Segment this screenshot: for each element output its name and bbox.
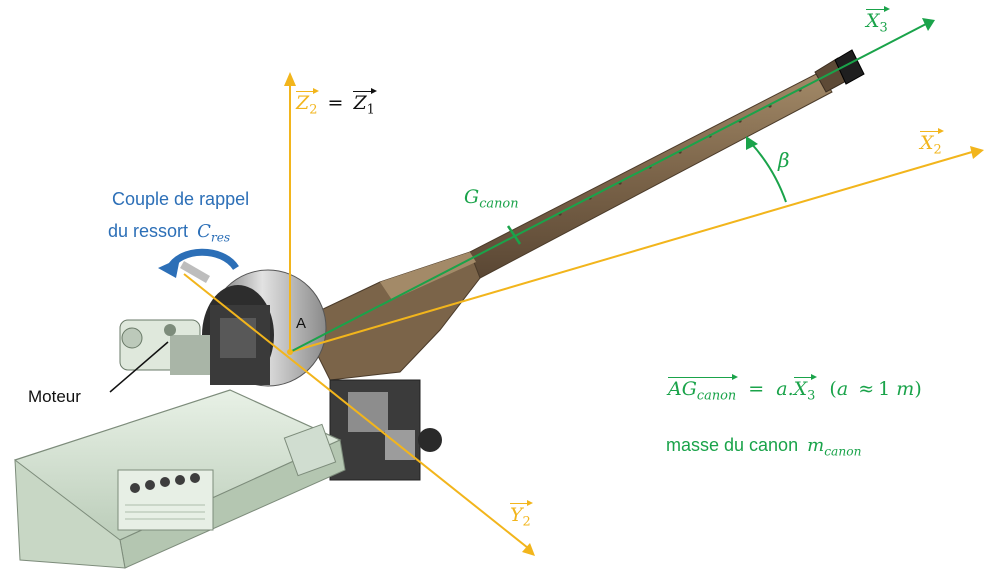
label-point-a: A <box>296 315 307 332</box>
mechanism-block <box>329 379 442 481</box>
label-beta: β <box>778 148 790 172</box>
beta-angle-arc <box>746 136 787 203</box>
motor <box>119 319 210 375</box>
label-y2: Y2 <box>510 499 533 530</box>
label-z2-eq-z1: Z2 = Z1 <box>296 87 378 118</box>
label-couple-line1: Couple de rappel <box>112 189 250 209</box>
axis-y2 <box>183 273 535 556</box>
label-moteur: Moteur <box>28 387 81 406</box>
label-x3: X3 <box>866 5 890 36</box>
equation-ag-canon: AGcanon = a.X3 (a ≈1 m) <box>668 373 922 404</box>
control-box <box>14 389 346 569</box>
barrel <box>299 49 865 381</box>
label-g-canon: Gcanon <box>464 186 519 212</box>
axis-x2 <box>289 146 984 353</box>
label-x2: X2 <box>920 127 944 158</box>
label-couple-line2: du ressort Cres <box>108 221 231 245</box>
point-a-marker <box>287 349 293 355</box>
axis-x3 <box>289 18 935 353</box>
axis-z2 <box>284 72 296 352</box>
turret-illustration <box>14 49 865 569</box>
label-masse: masse du canon mcanon <box>666 435 862 459</box>
moteur-leader <box>109 341 169 393</box>
couple-arrow <box>158 248 239 278</box>
